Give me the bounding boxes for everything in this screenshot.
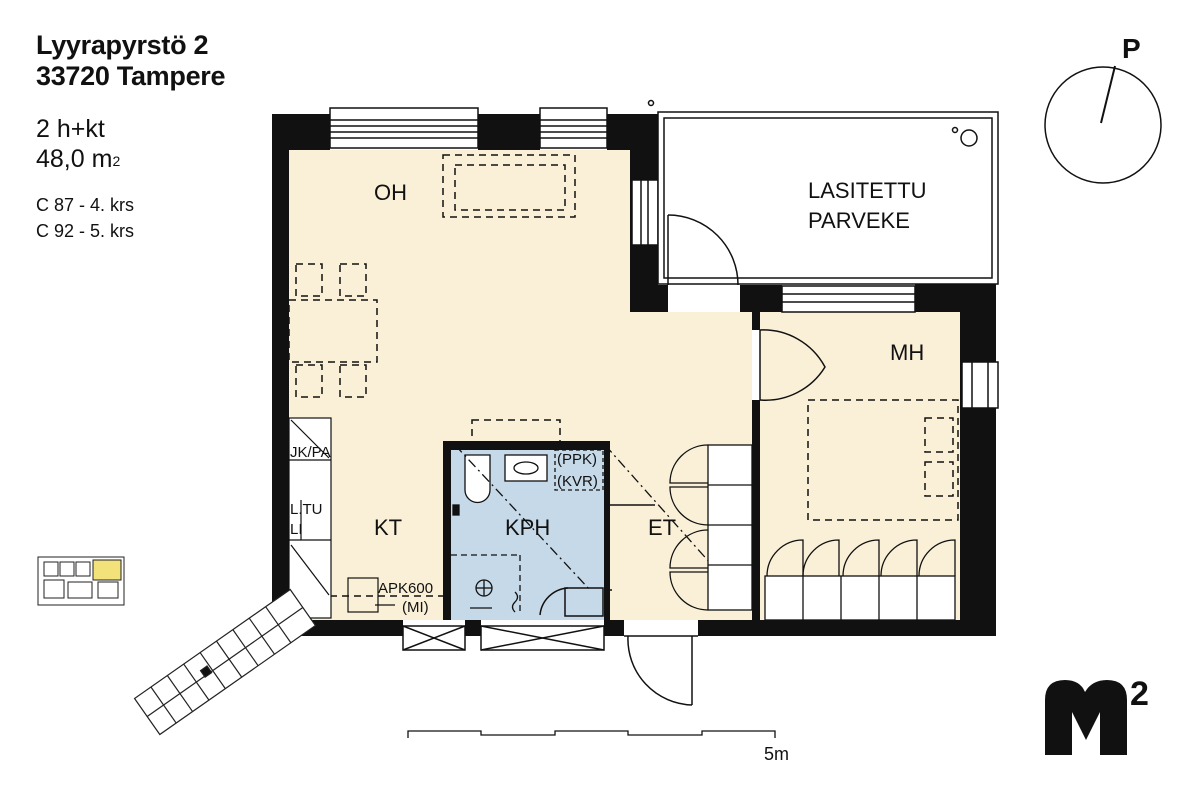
address-street: Lyyrapyrstö 2 xyxy=(36,30,209,60)
mh-wardrobe xyxy=(764,575,956,621)
window-bottom-2 xyxy=(480,625,605,651)
logo-m-shape xyxy=(1045,680,1127,755)
door-entrance xyxy=(624,635,698,706)
apartment-info: Lyyrapyrstö 2 33720 Tampere 2 h+kt 48,0 … xyxy=(36,30,226,244)
fixture-label-apk: APK600 xyxy=(378,580,433,597)
dining-table xyxy=(288,299,378,363)
room-label-oh: OH xyxy=(374,180,407,205)
apartment-area: 48,0 m2 xyxy=(36,144,225,174)
wall-bathroom-top xyxy=(443,441,610,450)
room-labels: OH LASITETTU PARVEKE MH KT KPH ET xyxy=(374,178,927,540)
scale-bar: 5m xyxy=(407,730,789,764)
scale-label: 5m xyxy=(764,744,789,764)
area-unit-sup: 2 xyxy=(112,153,121,169)
wall-top-mid xyxy=(478,114,540,150)
kitchen-fixtures xyxy=(288,417,395,619)
window-balcony-side xyxy=(631,179,659,246)
unit-c92: C 92 - 5. krs xyxy=(36,221,135,241)
room-label-et: ET xyxy=(648,515,676,540)
fixture-label-ltu2: LI xyxy=(290,521,303,538)
room-label-mh: MH xyxy=(890,340,924,365)
et-wardrobe xyxy=(707,444,753,611)
door-kph-inner xyxy=(539,587,604,617)
wall-bottom-right2 xyxy=(698,620,996,636)
wall-bathroom-right xyxy=(604,441,610,620)
wall-bedroom-left-lower xyxy=(752,400,760,620)
fixture-label-ppk: (PPK) xyxy=(557,451,597,468)
wall-bottom-right1 xyxy=(604,620,624,636)
mh-bed xyxy=(807,399,959,521)
compass-label: P xyxy=(1122,33,1141,64)
wall-bathroom-left xyxy=(443,441,451,620)
fixture-label-jkpa: JK/PA xyxy=(290,444,331,461)
key-plan-highlight xyxy=(92,559,122,581)
door-balcony xyxy=(667,214,739,286)
window-mh-side xyxy=(961,361,999,409)
address-city: 33720 Tampere xyxy=(36,61,226,91)
doors xyxy=(539,214,826,706)
area-value: 48,0 m xyxy=(36,145,113,173)
compass-needle xyxy=(1100,65,1116,124)
kt-counter xyxy=(471,419,561,443)
wall-top-right xyxy=(607,114,658,150)
wall-right xyxy=(960,280,996,636)
furniture xyxy=(288,154,959,597)
apartment-type: 2 h+kt xyxy=(36,115,105,143)
logo-sup: 2 xyxy=(1130,675,1149,713)
fixture-label-kvr: (KVR) xyxy=(557,473,598,490)
balcony-outline xyxy=(657,111,999,285)
key-plan-site xyxy=(133,588,317,736)
room-label-kt: KT xyxy=(374,515,402,540)
washbasin-icon xyxy=(504,454,548,482)
toilet-icon xyxy=(464,454,491,504)
wall-balcony-bottom-left xyxy=(630,285,668,312)
compass-circle xyxy=(1044,66,1162,184)
key-plan-building xyxy=(37,556,125,606)
windows xyxy=(329,107,999,651)
balcony xyxy=(647,99,999,285)
wall-balcony-bottom-right xyxy=(740,285,782,312)
wardrobes xyxy=(669,444,956,621)
wall-balcony-bottom-far xyxy=(915,280,996,312)
unit-c87: C 87 - 4. krs xyxy=(36,195,135,215)
m2-logo: 2 xyxy=(1045,675,1149,755)
window-mh-top xyxy=(781,285,916,313)
fixture-labels: JK/PA L.TU LI (PPK) (KVR) APK600 (MI) xyxy=(290,444,598,616)
fixture-label-ltu1: L.TU xyxy=(290,501,323,518)
door-kph xyxy=(606,504,655,591)
living-kitchen-floor xyxy=(289,150,752,620)
room-label-kph: KPH xyxy=(505,515,550,540)
wall-left xyxy=(272,114,289,636)
door-mh xyxy=(759,329,826,401)
oh-sofa xyxy=(442,154,576,218)
wall-bedroom-left xyxy=(752,312,760,330)
compass: P xyxy=(1044,33,1162,184)
wall-bottom-mid xyxy=(465,620,481,636)
window-oh-1 xyxy=(329,107,479,149)
balcony-drain-icon xyxy=(960,129,978,147)
fixture-label-mi: (MI) xyxy=(402,599,429,616)
room-label-balcony-line1: LASITETTU xyxy=(808,178,927,203)
kitchen-sink xyxy=(347,577,379,613)
bedroom-floor xyxy=(760,312,960,620)
room-label-balcony-line2: PARVEKE xyxy=(808,208,910,233)
window-bottom-1 xyxy=(402,625,466,651)
window-oh-2 xyxy=(539,107,608,149)
unit-list: C 87 - 4. krs C 92 - 5. krs xyxy=(36,192,225,244)
